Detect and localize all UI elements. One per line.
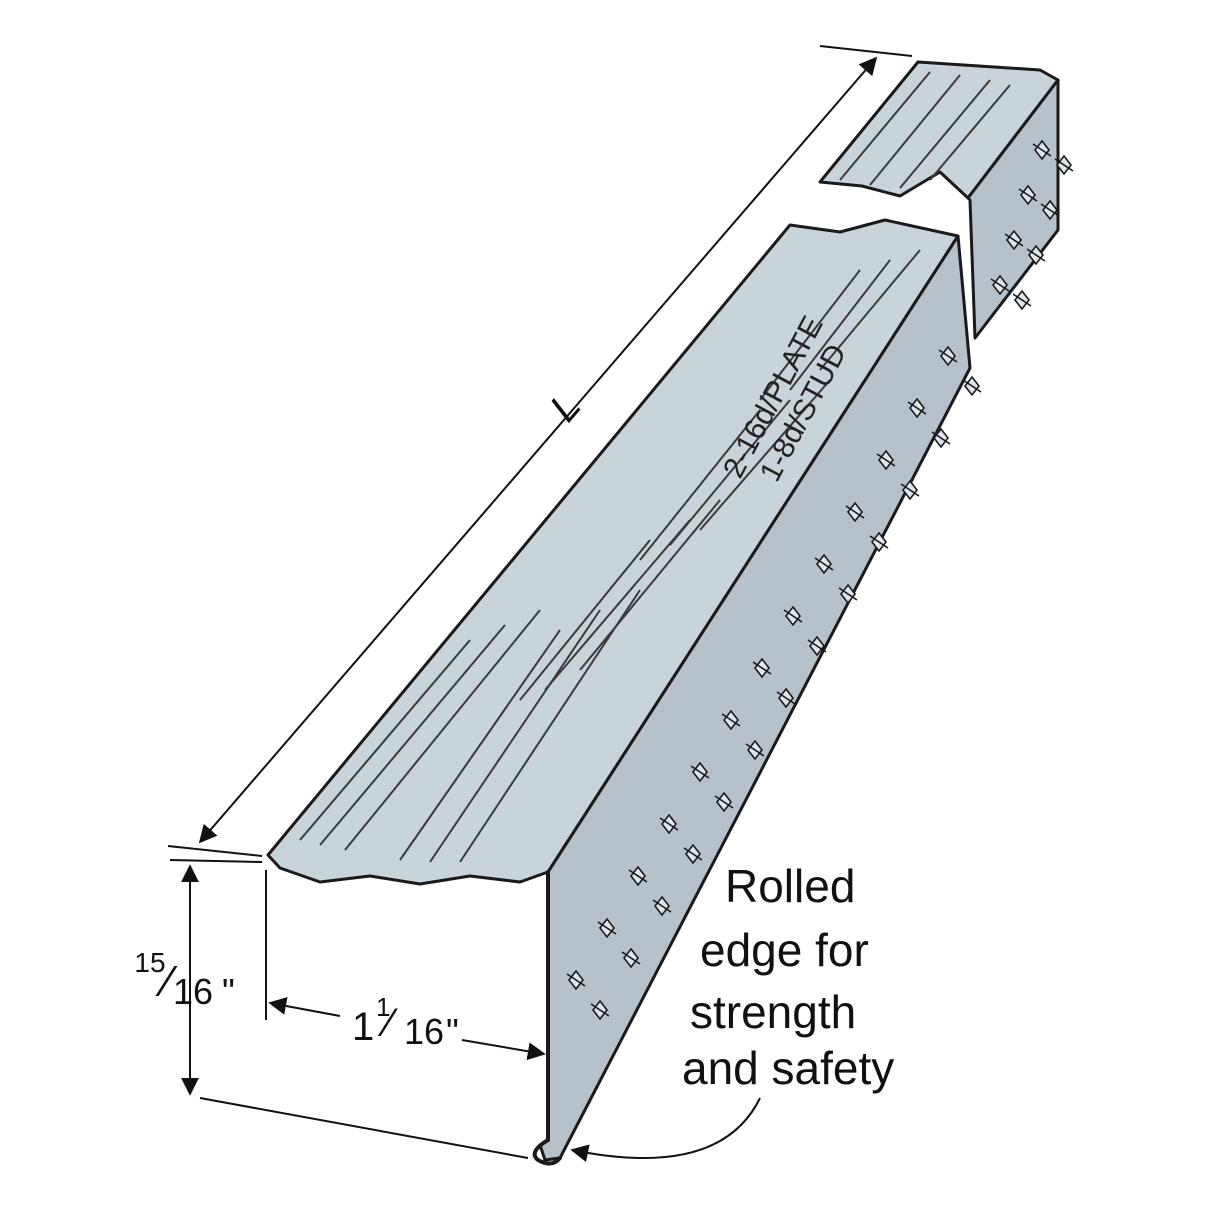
width-label-whole: 1: [352, 1005, 374, 1049]
callout-leader-arrow: [570, 1097, 761, 1163]
rolled-edge-callout: Rolled edge for strength and safety: [682, 860, 894, 1094]
nail-hole: [1018, 184, 1038, 206]
nail-hole: [1032, 139, 1052, 161]
rolled-edge: [532, 870, 562, 1166]
nail-hole: [1012, 289, 1032, 311]
flange-rib: [899, 79, 991, 189]
width-label: 1 1 ⁄ 16 ": [352, 992, 459, 1052]
length-extension-top: [819, 45, 913, 57]
height-label-num: 15: [134, 947, 165, 978]
width-label-num: 1: [376, 992, 390, 1022]
width-dimension-line-left: [268, 997, 341, 1017]
length-extension-bottom: [167, 845, 263, 857]
length-label: L: [542, 384, 590, 430]
flange-rib: [869, 74, 961, 186]
nail-hole: [683, 843, 703, 865]
nail-hole: [938, 345, 958, 367]
nail-hole: [962, 375, 982, 397]
callout-line-4: and safety: [682, 1042, 894, 1094]
height-extension-bottom: [199, 1097, 529, 1159]
nail-hole: [1026, 244, 1046, 266]
nail-hole: [597, 917, 617, 939]
nail-hole: [931, 427, 951, 449]
width-label-unit: ": [446, 1011, 459, 1052]
nail-hole: [1054, 154, 1074, 176]
flange-rib: [929, 84, 1011, 181]
callout-line-1: Rolled: [725, 860, 855, 912]
nail-hole: [1040, 199, 1060, 221]
height-label-den: 16: [173, 971, 213, 1012]
nail-hole: [907, 397, 927, 419]
height-label-unit: ": [222, 971, 235, 1012]
nail-hole: [566, 969, 586, 991]
height-label: 15 ⁄ 16 ": [134, 947, 234, 1012]
nail-hole: [876, 449, 896, 471]
callout-line-3: strength: [690, 986, 856, 1038]
width-label-den: 16: [404, 1011, 444, 1052]
upper-piece-side-face: [966, 78, 1060, 340]
callout-line-2: edge for: [700, 924, 869, 976]
nail-hole: [652, 895, 672, 917]
nail-hole: [1004, 229, 1024, 251]
nail-hole: [990, 274, 1010, 296]
length-dimension-line: [198, 56, 878, 844]
nail-hole: [628, 865, 648, 887]
height-extension-top: [169, 859, 263, 863]
nail-hole: [900, 479, 920, 501]
nail-hole: [621, 947, 641, 969]
width-dimension-line-right: [461, 1039, 546, 1061]
nail-hole: [590, 999, 610, 1021]
